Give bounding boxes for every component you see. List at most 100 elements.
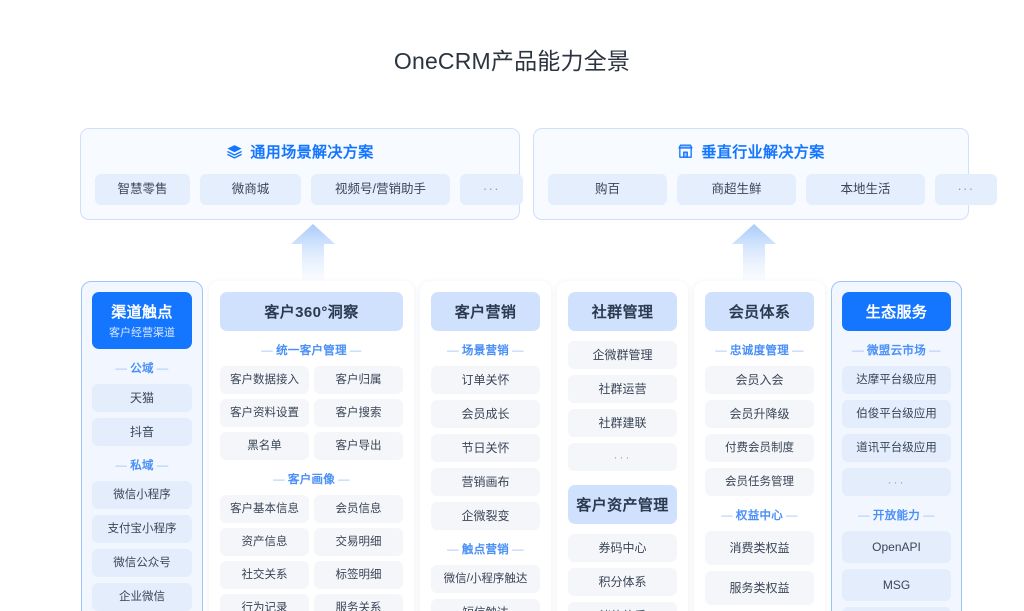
up-arrow-icon	[278, 222, 348, 280]
list-item[interactable]: 客户搜索	[314, 399, 403, 427]
column-title: 渠道触点	[111, 304, 173, 321]
column-header-customer-360[interactable]: 客户360°洞察	[220, 292, 403, 331]
solution-panel-vertical: 垂直行业解决方案 购百 商超生鲜 本地生活 ···	[533, 128, 997, 220]
column-title: 客户营销	[454, 304, 517, 321]
group-label-weimob-cloud-market: —微盟云市场—	[852, 345, 941, 357]
group-items-open-capability: OpenAPI MSG SPI	[842, 531, 951, 611]
column-channel-touchpoint: 渠道触点 客户经营渠道 —公域— 天猫 抖音 —私域— 微信小程序 支付宝小程序…	[81, 281, 203, 611]
solution-panel-generic-title: 通用场景解决方案	[250, 144, 374, 161]
column-title: 客户资产管理	[576, 497, 669, 514]
group-label-private-domain: —私域—	[115, 460, 169, 472]
list-item[interactable]: 客户导出	[314, 432, 403, 460]
list-item[interactable]: 黑名单	[220, 432, 309, 460]
list-item[interactable]: 储值体系	[568, 602, 677, 611]
list-item-more[interactable]: ···	[842, 468, 951, 496]
column-header-community-management[interactable]: 社群管理	[568, 292, 677, 331]
list-item[interactable]: 道讯平台级应用	[842, 434, 951, 462]
column-header-channel-touchpoint[interactable]: 渠道触点 客户经营渠道	[92, 292, 192, 349]
list-item[interactable]: 社交关系	[220, 561, 309, 589]
shop-icon	[677, 143, 694, 160]
group-items-unified-customer-management: 客户数据接入 客户归属 客户资料设置 客户搜索 黑名单 客户导出	[220, 366, 403, 460]
list-item[interactable]: SPI	[842, 607, 951, 611]
list-item[interactable]: 行为记录	[220, 594, 309, 611]
solution-chip-more[interactable]: ···	[935, 174, 997, 205]
column-title: 生态服务	[865, 304, 928, 321]
list-item[interactable]: 会员信息	[314, 495, 403, 523]
solution-panel-generic-chips: 智慧零售 微商城 视频号/营销助手 ···	[95, 174, 523, 205]
list-item[interactable]: 企微裂变	[431, 502, 540, 530]
solution-chip[interactable]: 本地生活	[806, 174, 925, 205]
solution-chip[interactable]: 购百	[548, 174, 667, 205]
list-item[interactable]: 积分体系	[568, 568, 677, 596]
column-customer-360: 客户360°洞察 —统一客户管理— 客户数据接入 客户归属 客户资料设置 客户搜…	[209, 281, 414, 611]
list-item[interactable]: 资产信息	[220, 528, 309, 556]
column-header-customer-asset-management[interactable]: 客户资产管理	[568, 485, 677, 524]
list-item[interactable]: 微信小程序	[92, 481, 192, 509]
list-item[interactable]: 微信/小程序触达	[431, 565, 540, 593]
capability-columns: 渠道触点 客户经营渠道 —公域— 天猫 抖音 —私域— 微信小程序 支付宝小程序…	[81, 281, 971, 611]
group-items-public-domain: 天猫 抖音	[92, 384, 192, 446]
solution-chip[interactable]: 视频号/营销助手	[311, 174, 450, 205]
list-item[interactable]: 社群运营	[568, 375, 677, 403]
solution-panel-generic-header: 通用场景解决方案	[95, 141, 505, 162]
solution-chip[interactable]: 智慧零售	[95, 174, 190, 205]
list-item[interactable]: 会员入会	[705, 366, 814, 394]
list-item[interactable]: 营销画布	[431, 468, 540, 496]
list-item-more[interactable]: ···	[568, 443, 677, 471]
group-label-touchpoint-marketing: —触点营销—	[447, 544, 524, 556]
solution-chip[interactable]: 商超生鲜	[677, 174, 796, 205]
column-ecosystem-service: 生态服务 —微盟云市场— 达摩平台级应用 伯俊平台级应用 道讯平台级应用 ···…	[831, 281, 962, 611]
group-items-loyalty-management: 会员入会 会员升降级 付费会员制度 会员任务管理	[705, 366, 814, 496]
layers-icon	[226, 143, 243, 160]
group-items-weimob-cloud-market: 达摩平台级应用 伯俊平台级应用 道讯平台级应用 ···	[842, 366, 951, 496]
list-item[interactable]: 会员成长	[431, 400, 540, 428]
list-item[interactable]: 会员任务管理	[705, 468, 814, 496]
list-item[interactable]: 订单关怀	[431, 366, 540, 394]
list-item[interactable]: 天猫	[92, 384, 192, 412]
list-item[interactable]: 微信公众号	[92, 549, 192, 577]
list-item[interactable]: 企业微信	[92, 583, 192, 611]
list-item[interactable]: 社群建联	[568, 409, 677, 437]
list-item[interactable]: 消费类权益	[705, 531, 814, 565]
list-item[interactable]: 券码中心	[568, 534, 677, 562]
group-items-benefits-center: 消费类权益 服务类权益 组合权益	[705, 531, 814, 611]
column-header-ecosystem-service[interactable]: 生态服务	[842, 292, 951, 331]
list-item[interactable]: 客户基本信息	[220, 495, 309, 523]
column-community-management: 社群管理 企微群管理 社群运营 社群建联 ··· 客户资产管理 券码中心 积分体…	[557, 281, 688, 611]
solution-panel-generic: 通用场景解决方案 智慧零售 微商城 视频号/营销助手 ···	[80, 128, 523, 220]
group-items-touchpoint-marketing: 微信/小程序触达 短信触达	[431, 565, 540, 611]
group-label-public-domain: —公域—	[115, 363, 169, 375]
list-item[interactable]: 支付宝小程序	[92, 515, 192, 543]
solution-panel-vertical-chips: 购百 商超生鲜 本地生活 ···	[548, 174, 997, 205]
list-item[interactable]: 服务关系	[314, 594, 403, 611]
list-item[interactable]: 短信触达	[431, 599, 540, 611]
page-title: OneCRM产品能力全景	[393, 48, 631, 74]
list-item[interactable]: 付费会员制度	[705, 434, 814, 462]
list-item[interactable]: 客户数据接入	[220, 366, 309, 394]
list-item[interactable]: 服务类权益	[705, 571, 814, 605]
column-membership-system: 会员体系 —忠诚度管理— 会员入会 会员升降级 付费会员制度 会员任务管理 —权…	[694, 281, 825, 611]
list-item[interactable]: 客户资料设置	[220, 399, 309, 427]
list-item[interactable]: 交易明细	[314, 528, 403, 556]
list-item[interactable]: OpenAPI	[842, 531, 951, 563]
group-label-open-capability: —开放能力—	[858, 510, 935, 522]
list-item[interactable]: 伯俊平台级应用	[842, 400, 951, 428]
list-item[interactable]: 企微群管理	[568, 341, 677, 369]
list-item[interactable]: 标签明细	[314, 561, 403, 589]
solution-panels: 通用场景解决方案 智慧零售 微商城 视频号/营销助手 ··· 垂直行业解决方案	[80, 128, 997, 220]
list-item[interactable]: MSG	[842, 569, 951, 601]
solution-panel-vertical-title: 垂直行业解决方案	[701, 144, 825, 161]
list-item[interactable]: 节日关怀	[431, 434, 540, 462]
column-header-membership-system[interactable]: 会员体系	[705, 292, 814, 331]
list-item[interactable]: 客户归属	[314, 366, 403, 394]
solution-chip-more[interactable]: ···	[460, 174, 523, 205]
list-item[interactable]: 会员升降级	[705, 400, 814, 428]
column-subtitle: 客户经营渠道	[109, 327, 175, 339]
solution-panel-vertical-header: 垂直行业解决方案	[548, 141, 954, 162]
list-item[interactable]: 抖音	[92, 418, 192, 446]
solution-chip[interactable]: 微商城	[200, 174, 301, 205]
list-item[interactable]: 达摩平台级应用	[842, 366, 951, 394]
column-header-customer-marketing[interactable]: 客户营销	[431, 292, 540, 331]
up-arrow-icon	[719, 222, 789, 280]
